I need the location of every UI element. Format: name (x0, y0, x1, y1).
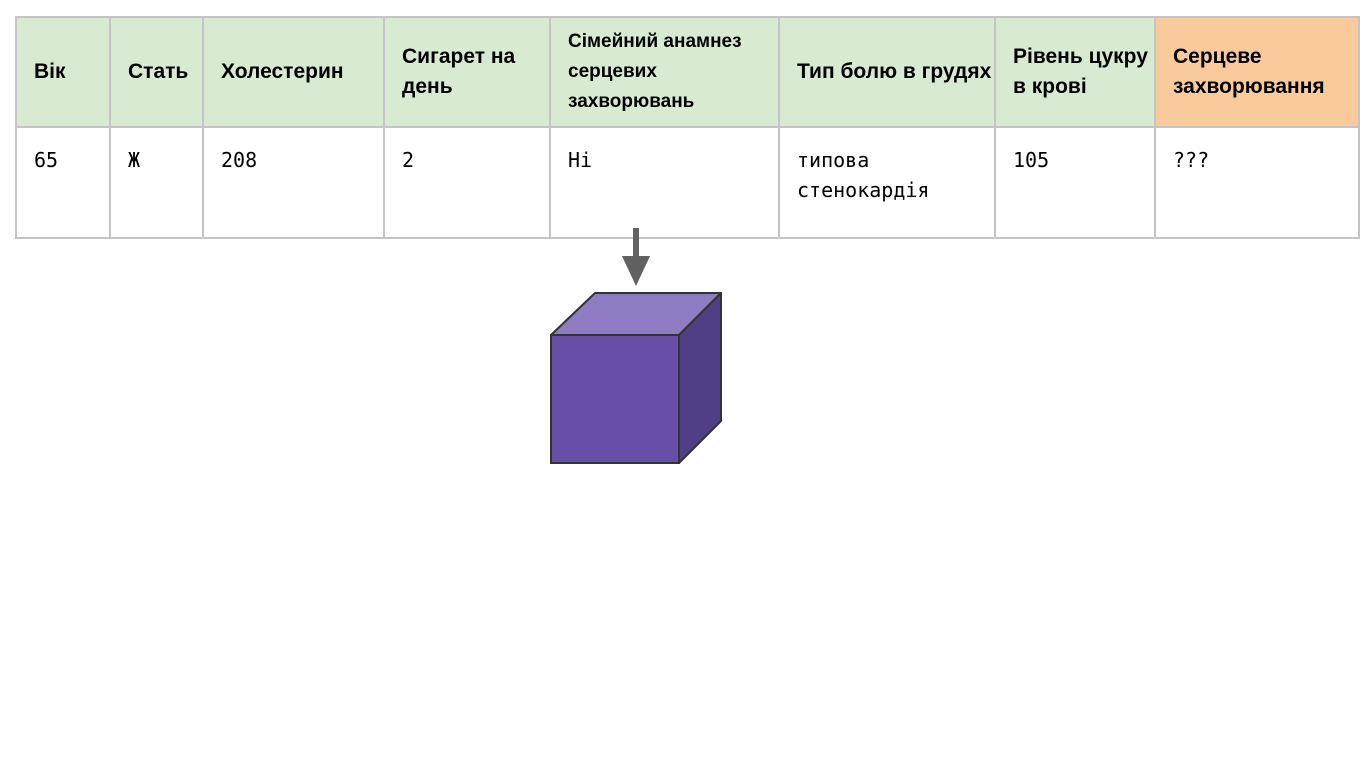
cell-chest-pain-type: типова стенокардія (778, 126, 996, 239)
header-heart-disease: Серцеве захворювання (1154, 16, 1360, 128)
cell-family-history: Ні (549, 126, 780, 239)
cell-age: 65 (15, 126, 111, 239)
cube-icon (550, 292, 722, 464)
header-family-history: Сімейний анамнез серцевих захворювань (549, 16, 780, 128)
header-age: Вік (15, 16, 111, 128)
table-header-row: Вік Стать Холестерин Сигарет на день Сім… (15, 16, 1360, 128)
header-cholesterol: Холестерин (202, 16, 385, 128)
cell-cholesterol: 208 (202, 126, 385, 239)
header-blood-sugar: Рівень цукру в крові (994, 16, 1156, 128)
header-sex: Стать (109, 16, 204, 128)
down-arrow-icon (622, 228, 650, 286)
cell-sex: Ж (109, 126, 204, 239)
cell-cigarettes-per-day: 2 (383, 126, 551, 239)
patient-data-table: Вік Стать Холестерин Сигарет на день Сім… (15, 16, 1360, 239)
cube-front-face (550, 334, 680, 464)
header-chest-pain-type: Тип болю в грудях (778, 16, 996, 128)
header-cigarettes-per-day: Сигарет на день (383, 16, 551, 128)
cell-blood-sugar: 105 (994, 126, 1156, 239)
table-row: 65 Ж 208 2 Ні типова стенокардія 105 ??? (15, 126, 1360, 239)
cell-heart-disease: ??? (1154, 126, 1360, 239)
